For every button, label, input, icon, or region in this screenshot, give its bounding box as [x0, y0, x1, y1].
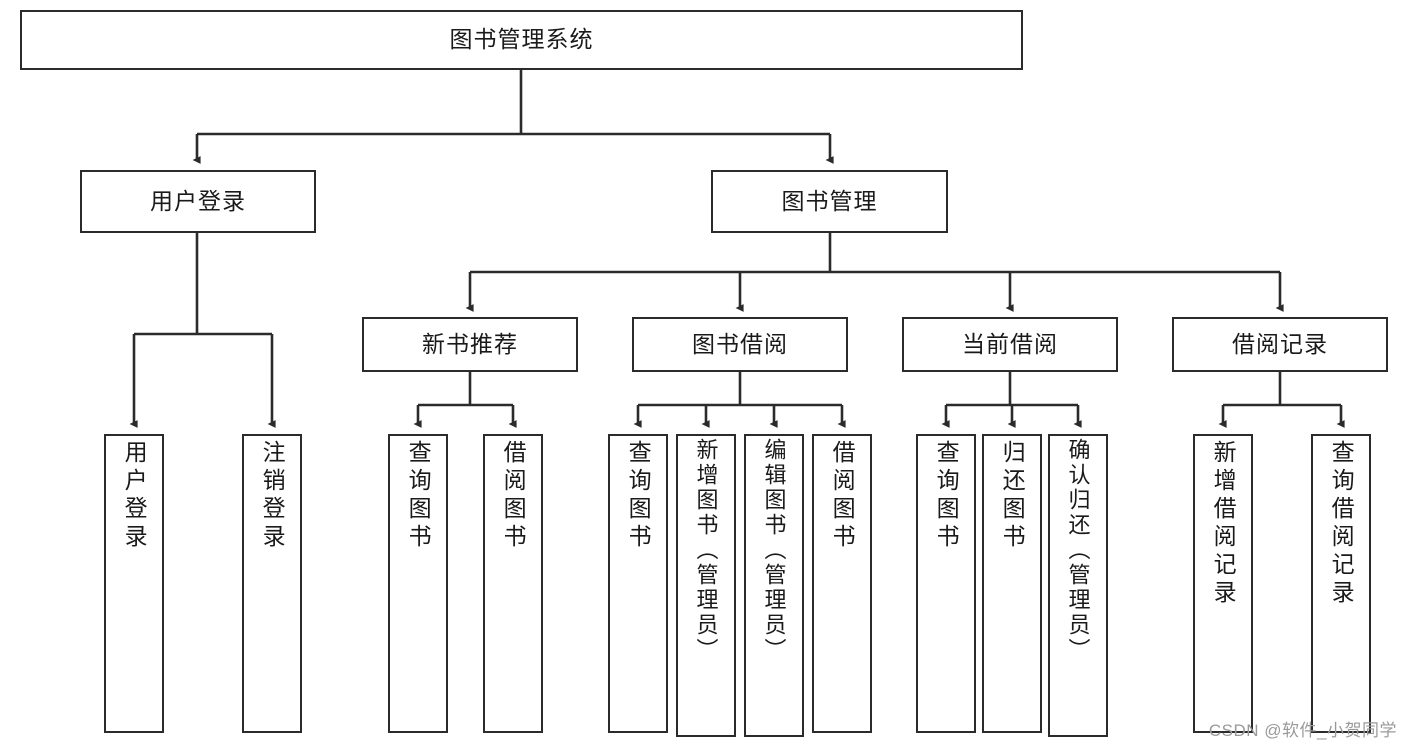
node-borrow-record[interactable]: 借阅记录 [1172, 317, 1388, 372]
leaf-query-book-newbook[interactable]: 查询图书 [388, 434, 448, 733]
node-current-borrow-label: 当前借阅 [962, 330, 1058, 357]
leaf-edit-book-label: 编辑图书（管理员） [761, 438, 787, 663]
leaf-borrow-book-borrow[interactable]: 借阅图书 [812, 434, 872, 733]
leaf-query-book-current-label: 查询图书 [933, 440, 960, 552]
leaf-add-book[interactable]: 新增图书（管理员） [676, 434, 736, 737]
leaf-logout-login-label: 注销登录 [259, 440, 286, 552]
leaf-logout-login[interactable]: 注销登录 [242, 434, 302, 733]
leaf-borrow-book-newbook[interactable]: 借阅图书 [483, 434, 543, 733]
watermark: CSDN @软件_小贺同学 [1208, 721, 1397, 740]
node-user-login[interactable]: 用户登录 [80, 170, 316, 233]
leaf-borrow-book-newbook-label: 借阅图书 [500, 440, 527, 552]
leaf-return-book-label: 归还图书 [999, 440, 1026, 552]
node-book-borrow-label: 图书借阅 [692, 330, 788, 357]
leaf-borrow-book-borrow-label: 借阅图书 [829, 440, 856, 552]
leaf-edit-book[interactable]: 编辑图书（管理员） [744, 434, 804, 737]
leaf-query-borrow-record[interactable]: 查询借阅记录 [1311, 434, 1371, 733]
node-book-management-label: 图书管理 [781, 187, 878, 214]
leaf-add-book-label: 新增图书（管理员） [693, 438, 719, 663]
leaf-user-login[interactable]: 用户登录 [104, 434, 164, 733]
node-current-borrow[interactable]: 当前借阅 [902, 317, 1118, 372]
leaf-query-borrow-record-label: 查询借阅记录 [1328, 440, 1355, 608]
node-new-book-recommend-label: 新书推荐 [422, 330, 518, 357]
leaf-add-borrow-record[interactable]: 新增借阅记录 [1193, 434, 1253, 733]
leaf-add-borrow-record-label: 新增借阅记录 [1210, 440, 1237, 608]
node-new-book-recommend[interactable]: 新书推荐 [362, 317, 578, 372]
node-book-management[interactable]: 图书管理 [711, 170, 948, 233]
leaf-query-book-borrow[interactable]: 查询图书 [608, 434, 668, 733]
node-borrow-record-label: 借阅记录 [1232, 330, 1328, 357]
leaf-query-book-current[interactable]: 查询图书 [916, 434, 976, 733]
leaf-confirm-return-label: 确认归还（管理员） [1065, 438, 1091, 663]
leaf-query-book-borrow-label: 查询图书 [625, 440, 652, 552]
node-user-login-label: 用户登录 [150, 187, 246, 214]
node-book-borrow[interactable]: 图书借阅 [632, 317, 848, 372]
leaf-confirm-return[interactable]: 确认归还（管理员） [1048, 434, 1108, 737]
node-root[interactable]: 图书管理系统 [20, 10, 1023, 70]
leaf-return-book[interactable]: 归还图书 [982, 434, 1042, 733]
leaf-query-book-newbook-label: 查询图书 [405, 440, 432, 552]
node-root-label: 图书管理系统 [449, 26, 594, 53]
leaf-user-login-label: 用户登录 [121, 440, 148, 552]
